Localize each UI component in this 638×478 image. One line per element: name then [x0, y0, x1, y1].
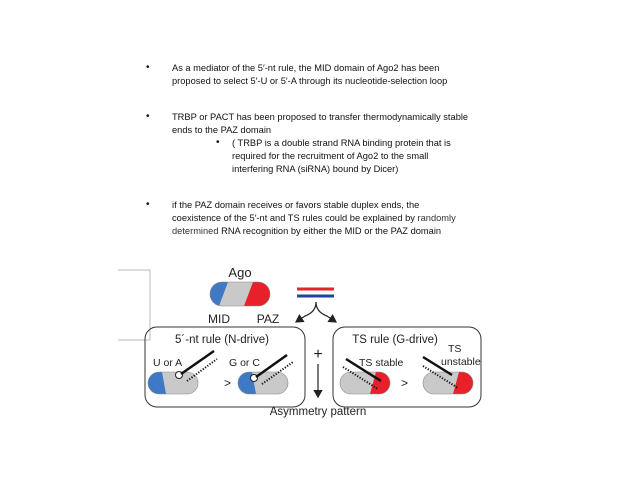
arrow-left: [296, 302, 316, 322]
side-bracket: [118, 270, 150, 340]
ago-label: Ago: [228, 265, 251, 280]
ts-unstable-label-1: TS: [448, 343, 461, 355]
greater-than-left: >: [224, 376, 231, 390]
ts-unstable-label-2: unstable: [441, 356, 481, 368]
ago-capsule: [210, 282, 270, 306]
ago-capsule-u-or-a: [148, 372, 198, 394]
g-or-c-label: G or C: [229, 357, 260, 369]
u-or-a-label: U or A: [153, 357, 182, 369]
plus-sign: +: [313, 346, 322, 363]
paz-label: PAZ: [257, 312, 279, 326]
rna-strand: [181, 351, 214, 374]
nt-rule-title: 5´-nt rule (N-drive): [175, 334, 269, 346]
ago-capsule-ts-unstable: [423, 372, 473, 394]
ts-stable-label: TS stable: [359, 357, 404, 369]
greater-than-right: >: [401, 376, 408, 390]
ago-capsule-ts-stable: [340, 372, 390, 394]
arrow-right: [316, 302, 336, 322]
asymmetry-label: Asymmetry pattern: [270, 406, 367, 418]
mid-label: MID: [208, 312, 230, 326]
ago-capsule-g-or-c: [238, 372, 288, 394]
ts-rule-title: TS rule (G-drive): [352, 334, 438, 346]
